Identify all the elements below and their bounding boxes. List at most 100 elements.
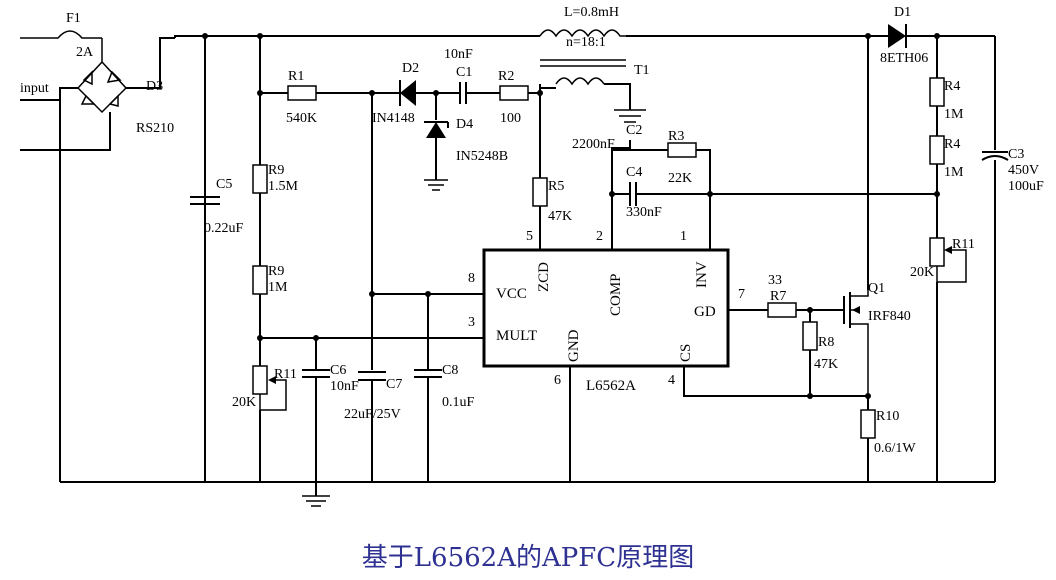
pin-1-number: 1 xyxy=(680,229,687,244)
c3-value: 100uF xyxy=(1008,179,1044,194)
ic-name: L6562A xyxy=(586,378,636,394)
resistor-r2 xyxy=(499,85,529,101)
r4a-ref: R4 xyxy=(944,79,960,94)
d2-ref: D2 xyxy=(402,61,419,76)
pin-5-number: 5 xyxy=(526,229,533,244)
resistor-r1 xyxy=(287,85,317,101)
r7-value: 33 xyxy=(768,273,782,288)
f1-ref: F1 xyxy=(66,11,81,26)
pin-vcc-label: VCC xyxy=(496,286,527,302)
resistor-r10 xyxy=(860,409,876,439)
potentiometer-r11-right xyxy=(929,237,967,283)
r3-value: 22K xyxy=(668,171,692,186)
resistor-r9-upper xyxy=(252,164,268,194)
resistor-r4-upper xyxy=(929,77,945,107)
r1-ref: R1 xyxy=(288,69,304,84)
c2-value: 2200nF xyxy=(572,137,615,152)
r10-ref: R10 xyxy=(876,409,899,424)
c2-ref: C2 xyxy=(626,123,642,138)
c5-ref: C5 xyxy=(216,177,232,192)
diode-d2 xyxy=(399,80,416,106)
pin-zcd-label: ZCD xyxy=(536,262,552,292)
r11a-value: 20K xyxy=(232,395,256,410)
c8-ref: C8 xyxy=(442,363,458,378)
r4b-ref: R4 xyxy=(944,137,960,152)
ground-t1 xyxy=(614,109,646,123)
capacitor-c1 xyxy=(459,82,467,104)
ground-d4 xyxy=(424,179,448,191)
bridge-rectifier-d3 xyxy=(76,38,128,114)
d3-ref: D3 xyxy=(146,79,163,94)
pin-mult-label: MULT xyxy=(496,328,537,344)
r11b-value: 20K xyxy=(910,265,934,280)
input-label: input xyxy=(20,81,49,96)
diagram-caption: 基于L6562A的APFC原理图 xyxy=(362,543,694,573)
pin-2-number: 2 xyxy=(596,229,603,244)
d1-value: 8ETH06 xyxy=(880,51,928,66)
q1-ref: Q1 xyxy=(868,281,885,296)
c7-ref: C7 xyxy=(386,377,402,392)
d4-value: IN5248B xyxy=(456,149,508,164)
c3-voltage: 450V xyxy=(1008,163,1039,178)
r4a-value: 1M xyxy=(944,107,964,122)
resistor-r8 xyxy=(802,321,818,351)
pin-gd-label: GD xyxy=(694,304,716,320)
d1-ref: D1 xyxy=(894,5,911,20)
c1-value: 10nF xyxy=(444,47,473,62)
c8-value: 0.1uF xyxy=(442,395,475,410)
r8-value: 47K xyxy=(814,357,838,372)
pin-4-number: 4 xyxy=(668,373,675,388)
d2-value: IN4148 xyxy=(372,111,415,126)
r5-value: 47K xyxy=(548,209,572,224)
r9a-value: 1.5M xyxy=(268,179,299,194)
r11a-ref: R11 xyxy=(274,367,297,382)
d4-ref: D4 xyxy=(456,117,473,132)
q1-value: IRF840 xyxy=(868,309,911,324)
d3-value: RS210 xyxy=(136,121,174,136)
c4-value: 330nF xyxy=(626,205,662,220)
capacitor-c6 xyxy=(302,369,330,378)
pin-6-number: 6 xyxy=(554,373,561,388)
c6-value: 10nF xyxy=(330,379,359,394)
potentiometer-r11-left xyxy=(252,365,287,411)
pin-7-number: 7 xyxy=(738,287,745,302)
r2-value: 100 xyxy=(500,111,521,126)
r9b-ref: R9 xyxy=(268,264,284,279)
c3-ref: C3 xyxy=(1008,147,1024,162)
t1-ref: T1 xyxy=(634,63,650,78)
resistor-r9-lower xyxy=(252,265,268,295)
c6-ref: C6 xyxy=(330,363,346,378)
pin-3-number: 3 xyxy=(468,315,475,330)
r4b-value: 1M xyxy=(944,165,964,180)
pin-comp-label: COMP xyxy=(608,273,624,316)
zener-d4 xyxy=(424,121,449,138)
capacitor-c4 xyxy=(629,182,637,206)
r11b-ref: R11 xyxy=(952,237,975,252)
r3-ref: R3 xyxy=(668,129,684,144)
pin-8-number: 8 xyxy=(468,271,475,286)
capacitor-c7 xyxy=(358,371,386,381)
capacitor-c8 xyxy=(414,369,442,378)
resistor-r4-lower xyxy=(929,135,945,165)
resistor-r5 xyxy=(532,177,548,207)
fuse-f1 xyxy=(20,30,102,39)
r5-ref: R5 xyxy=(548,179,564,194)
capacitor-c5 xyxy=(190,196,220,205)
r2-ref: R2 xyxy=(498,69,514,84)
inductor-value: L=0.8mH xyxy=(564,5,619,20)
r9b-value: 1M xyxy=(268,280,288,295)
ic-l6562a xyxy=(482,248,730,368)
r10-value: 0.6/1W xyxy=(874,441,916,456)
r1-value: 540K xyxy=(286,111,317,126)
c5-value: 0.22uF xyxy=(204,221,244,236)
capacitor-c3 xyxy=(981,151,1009,161)
resistor-r3 xyxy=(667,142,697,158)
pin-cs-label: CS xyxy=(678,344,694,362)
inductor-t1 xyxy=(539,29,626,86)
r7-ref: R7 xyxy=(770,289,786,304)
mosfet-q1 xyxy=(843,290,869,396)
t1-ratio: n=18:1 xyxy=(566,35,606,50)
diode-d1 xyxy=(888,24,907,48)
ground-main xyxy=(302,495,330,507)
